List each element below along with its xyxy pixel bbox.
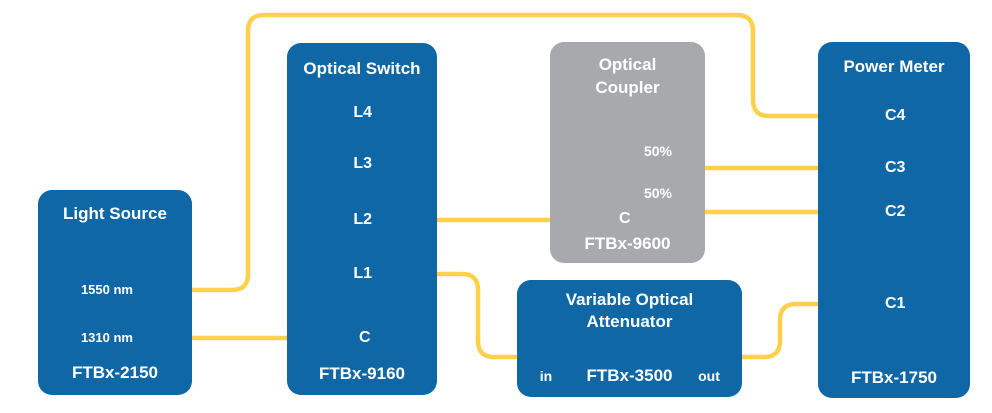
port-label-c4: C4 (885, 107, 906, 124)
port-label-in: in (539, 368, 553, 384)
port-label-l4: L4 (353, 104, 372, 121)
port-label-1550nm: 1550 nm (80, 282, 133, 297)
port-label-c3: C3 (885, 159, 906, 176)
device-title-line1: Optical (598, 55, 657, 74)
port-label-l3: L3 (353, 155, 372, 172)
device-title: Optical Switch (303, 59, 421, 78)
port-label-1310nm: 1310 nm (80, 330, 133, 345)
device-title-line1: Variable Optical (565, 290, 694, 309)
port-label-c1: C1 (885, 295, 906, 312)
split-ratio-label-bottom: 50% (643, 185, 673, 201)
wire-l1-to-attenuator-in (389, 271, 549, 360)
device-model: FTBx-9600 (584, 234, 671, 253)
port-label-l2: L2 (353, 211, 372, 228)
device-light-source: Light Source 1550 nm 1310 nm FTBx-2150 (38, 190, 192, 395)
device-model: FTBx-1750 (851, 368, 937, 387)
device-model: FTBx-3500 (586, 366, 673, 385)
port-label-switch-c: C (359, 329, 371, 346)
port-label-l1: L1 (353, 265, 372, 282)
port-label-c2: C2 (885, 203, 906, 220)
wire-1550nm-to-c4 (146, 12, 866, 293)
device-power-meter: Power Meter C4 C3 C2 C1 FTBx-1750 (818, 42, 970, 398)
device-title: Power Meter (843, 57, 945, 76)
device-title-line2: Attenuator (586, 312, 673, 331)
wire-attenuator-out-to-c1 (706, 301, 866, 360)
device-optical-coupler: Optical Coupler 50% 50% C FTBx-9600 (550, 42, 705, 263)
device-optical-switch: Optical Switch L4 L3 L2 L1 C FTBx-9160 (287, 43, 437, 395)
device-variable-optical-attenuator: Variable Optical Attenuator in out FTBx-… (517, 280, 742, 397)
port-label-coupler-c: C (619, 210, 631, 227)
device-title: Light Source (63, 204, 167, 223)
device-model: FTBx-2150 (72, 363, 158, 382)
split-ratio-label-top: 50% (643, 143, 673, 159)
device-model: FTBx-9160 (319, 364, 405, 383)
port-label-out: out (698, 368, 720, 384)
device-title-line2: Coupler (595, 78, 660, 97)
